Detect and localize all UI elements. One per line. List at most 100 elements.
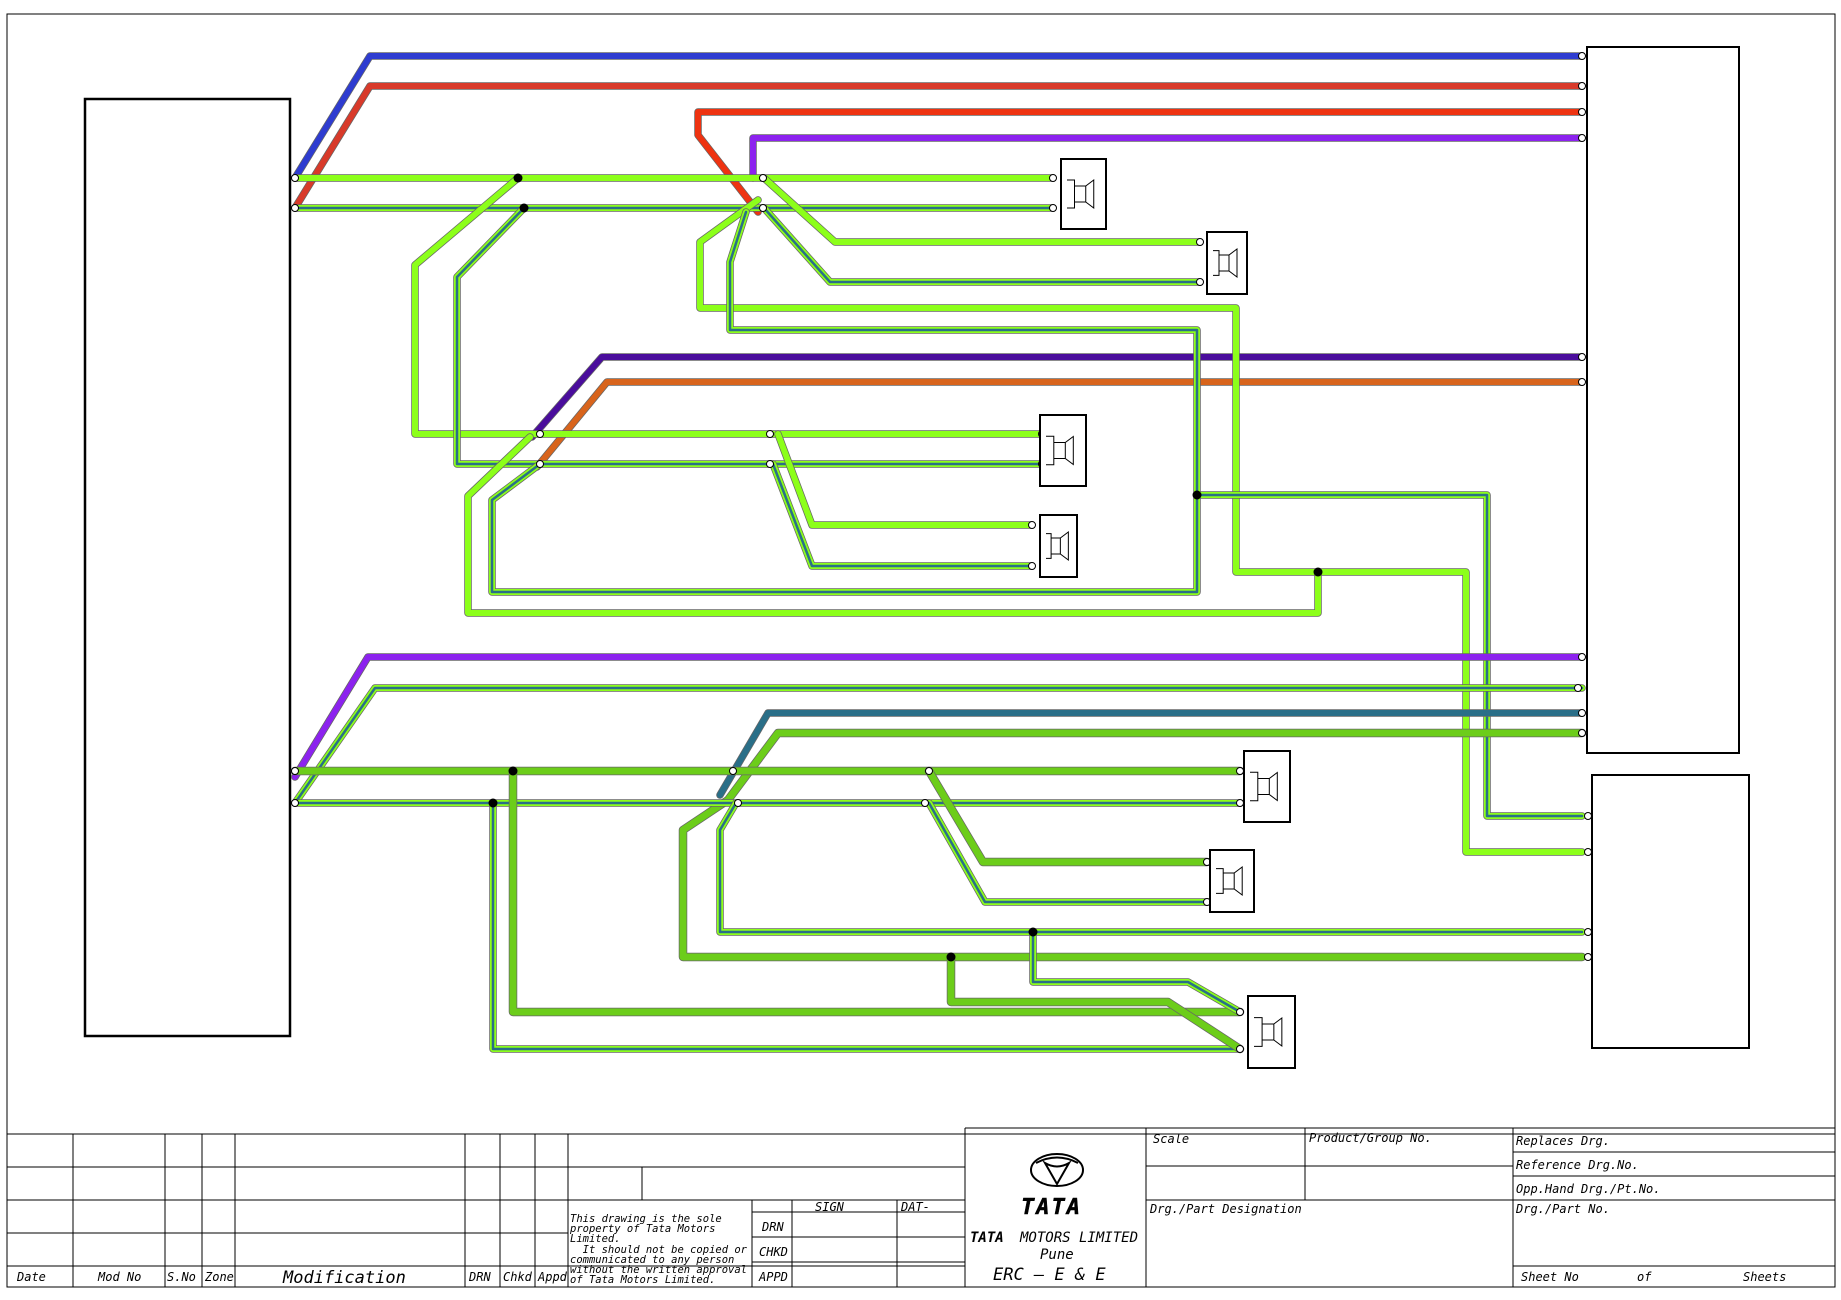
sign-row-chkd: CHKD bbox=[759, 1245, 788, 1259]
rev-header-chkd: Chkd bbox=[503, 1270, 533, 1284]
connector-terminal-icon bbox=[1028, 562, 1036, 570]
splice-junction bbox=[1192, 490, 1202, 500]
connector-terminal-icon bbox=[1578, 108, 1586, 116]
wire-sub-link-neg-tracer bbox=[1031, 930, 1242, 1014]
wire-violet-feed-outline bbox=[749, 134, 1586, 182]
wire-amp-link-neg-outline bbox=[726, 208, 1586, 820]
splice-junction bbox=[1313, 567, 1323, 577]
field-part-designation: Drg./Part Designation bbox=[1149, 1202, 1302, 1216]
speaker-icon bbox=[1039, 514, 1078, 578]
field-scale: Scale bbox=[1153, 1132, 1189, 1146]
amplifier-box-lower bbox=[1591, 774, 1750, 1049]
connector-terminal-icon bbox=[1574, 684, 1582, 692]
connector-terminal-icon bbox=[1584, 928, 1592, 936]
company-city: Pune bbox=[1040, 1247, 1074, 1263]
connector-terminal-icon bbox=[759, 204, 767, 212]
splice-junction bbox=[946, 952, 956, 962]
field-of: of bbox=[1637, 1270, 1652, 1284]
wire-amp-link-neg bbox=[727, 209, 1585, 819]
splice-junction bbox=[1028, 927, 1038, 937]
wire-olive-lower-outline bbox=[678, 728, 1587, 962]
connector-terminal-icon bbox=[291, 799, 299, 807]
connector-terminal-icon bbox=[1578, 134, 1586, 142]
connector-terminal-icon bbox=[1236, 1008, 1244, 1016]
head-unit-box bbox=[83, 97, 292, 1038]
field-reference: Reference Drg.No. bbox=[1516, 1158, 1639, 1172]
wire-amp-return-outline bbox=[716, 799, 1586, 936]
wire-red-orange-feed-outline bbox=[694, 108, 1586, 216]
connector-terminal-icon bbox=[925, 767, 933, 775]
notice-line: communicated to any person bbox=[570, 1254, 734, 1266]
connector-terminal-icon bbox=[1578, 729, 1586, 737]
wire-loop-neg-tracer bbox=[490, 462, 1199, 594]
wire-sub-pos-outline bbox=[508, 766, 1245, 1017]
connector-terminal-icon bbox=[1236, 767, 1244, 775]
connector-terminal-icon bbox=[1196, 278, 1204, 286]
connector-terminal-icon bbox=[1578, 653, 1586, 661]
connector-terminal-icon bbox=[1578, 82, 1586, 90]
wire-amp-return-tracer bbox=[718, 801, 1584, 934]
connector-terminal-icon bbox=[291, 204, 299, 212]
wire-amp-link-neg-tracer bbox=[728, 210, 1584, 818]
wire-violet-lower bbox=[292, 654, 1585, 780]
notice-line: This drawing is the sole bbox=[570, 1213, 722, 1225]
field-sheets: Sheets bbox=[1743, 1270, 1786, 1284]
sign-row-drn: DRN bbox=[761, 1220, 784, 1234]
connector-terminal-icon bbox=[1584, 953, 1592, 961]
amplifier-box-upper bbox=[1586, 46, 1740, 754]
speaker-icon bbox=[1060, 158, 1107, 230]
rev-header-appd: Appd bbox=[537, 1270, 568, 1284]
connector-terminal-icon bbox=[1578, 353, 1586, 361]
company-dept: ERC — E & E bbox=[993, 1265, 1106, 1285]
sign-header-date: DAT- bbox=[900, 1200, 930, 1214]
speaker-icon bbox=[1209, 849, 1255, 913]
field-replaces: Replaces Drg. bbox=[1516, 1134, 1610, 1148]
notice-line: of Tata Motors Limited. bbox=[570, 1274, 715, 1286]
wire-green-lower-tracer bbox=[293, 686, 1584, 805]
wire-tweeter-right-pos bbox=[925, 767, 1211, 866]
connector-terminal-icon bbox=[1236, 799, 1244, 807]
notice-line: Limited. bbox=[570, 1233, 621, 1245]
wire-amp-link-pos bbox=[697, 197, 1585, 855]
splice-junction bbox=[519, 203, 529, 213]
rev-header-date: Date bbox=[16, 1270, 46, 1284]
speaker-icon bbox=[1243, 750, 1291, 823]
wire-olive-lower bbox=[679, 729, 1586, 961]
connector-terminal-icon bbox=[766, 460, 774, 468]
connector-terminal-icon bbox=[766, 430, 774, 438]
wire-tweeter-rear-pos bbox=[775, 431, 1035, 528]
connector-terminal-icon bbox=[729, 767, 737, 775]
connector-terminal-icon bbox=[1584, 848, 1592, 856]
rev-header-zone: Zone bbox=[204, 1270, 234, 1284]
wire-tweeter-right-neg bbox=[926, 800, 1210, 905]
wire-tweeter-left-neg-tracer bbox=[762, 206, 1202, 284]
wire-orange-feed bbox=[534, 379, 1585, 470]
connector-terminal-icon bbox=[1584, 812, 1592, 820]
wire-red-orange-feed bbox=[695, 109, 1585, 215]
wire-rear-left-pos bbox=[412, 175, 1045, 437]
connector-terminal-icon bbox=[921, 799, 929, 807]
company-brand: TATA bbox=[970, 1230, 1004, 1246]
connector-terminal-icon bbox=[536, 460, 544, 468]
field-opp-hand: Opp.Hand Drg./Pt.No. bbox=[1516, 1182, 1661, 1196]
wire-teal-lower bbox=[717, 710, 1585, 798]
connector-terminal-icon bbox=[1578, 52, 1586, 60]
connector-terminal-icon bbox=[1028, 521, 1036, 529]
notice-line: property of Tata Motors bbox=[569, 1223, 715, 1235]
wire-tweeter-rear-pos-outline bbox=[774, 430, 1036, 529]
speaker-icon bbox=[1206, 231, 1248, 295]
field-product-group: Product/Group No. bbox=[1309, 1131, 1432, 1145]
rev-header-mod-no: Mod No bbox=[97, 1270, 141, 1284]
tata-logo-icon bbox=[1030, 1153, 1084, 1187]
notice-line: It should not be copied or bbox=[570, 1244, 748, 1256]
wire-tweeter-right-neg-outline bbox=[925, 799, 1211, 906]
wire-sub-neg-tracer bbox=[491, 801, 1242, 1051]
wire-red-feed-outline bbox=[291, 82, 1586, 212]
wire-tweeter-rear-neg-tracer bbox=[771, 462, 1034, 568]
connector-terminal-icon bbox=[1236, 1045, 1244, 1053]
wire-blue-feed bbox=[292, 53, 1585, 181]
wire-violet-lower-outline bbox=[291, 653, 1586, 781]
connector-terminal-icon bbox=[1578, 378, 1586, 386]
wire-teal-lower-tracer bbox=[718, 711, 1584, 797]
connector-terminal-icon bbox=[734, 799, 742, 807]
